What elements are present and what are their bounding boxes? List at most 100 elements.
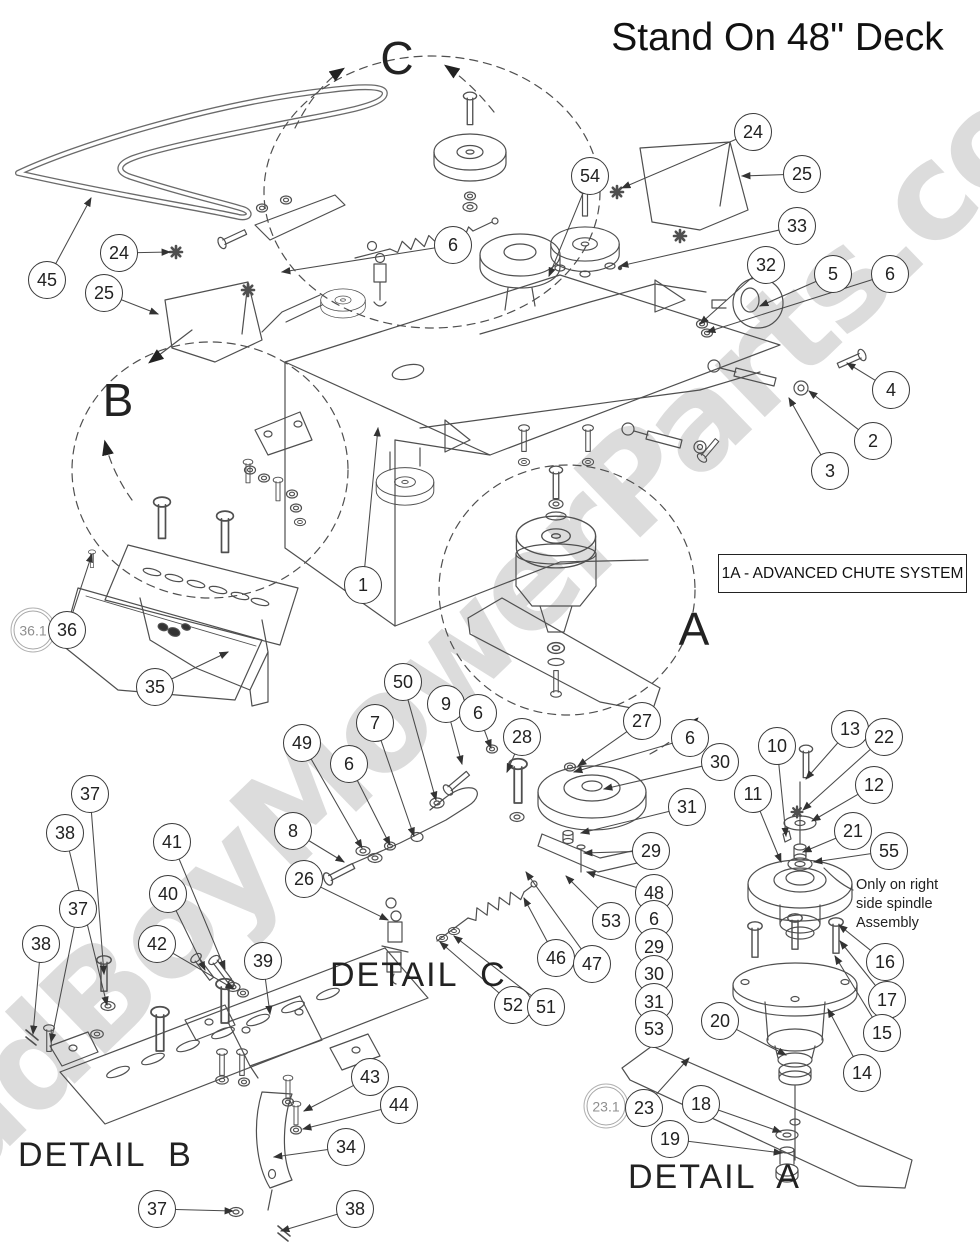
spindle-assembly-a	[515, 424, 597, 698]
callout-23: 23	[625, 1089, 663, 1127]
callout-4: 4	[872, 371, 910, 409]
callout-38: 38	[22, 925, 60, 963]
callout-28: 28	[503, 718, 541, 756]
callout-53: 53	[635, 1010, 673, 1048]
leader-line-47	[525, 871, 582, 950]
leader-line-52	[439, 941, 500, 994]
callout-38: 38	[46, 814, 84, 852]
spring-upper	[354, 217, 499, 259]
leader-line-32	[699, 277, 753, 325]
leader-line-6	[572, 742, 673, 774]
deflector-direction-arrow	[148, 329, 193, 364]
note-connector	[823, 867, 854, 891]
lower-hanger-bracket-35	[139, 597, 269, 707]
callout-30: 30	[701, 743, 739, 781]
callout-25: 25	[85, 274, 123, 312]
leader-line-40	[175, 910, 206, 971]
leader-line-6	[484, 730, 492, 749]
hanger-strap-34	[228, 1091, 293, 1242]
leader-line-38	[279, 1213, 338, 1233]
detail-c-label: DETAIL C	[330, 956, 507, 994]
leader-line-49	[310, 758, 363, 849]
idler-arm-upper	[215, 194, 366, 333]
leader-line-20	[736, 1029, 787, 1056]
leader-line-39	[264, 979, 273, 1016]
leader-line-36	[72, 553, 93, 613]
leader-line-37	[49, 927, 75, 1044]
callout-37: 37	[138, 1190, 176, 1228]
callout-3: 3	[811, 452, 849, 490]
callout-41: 41	[153, 823, 191, 861]
leader-line-5	[759, 281, 817, 307]
leader-line-6	[705, 279, 873, 333]
slotted-plate-upper	[104, 496, 299, 646]
callout-6: 6	[330, 745, 368, 783]
callout-49: 49	[283, 724, 321, 762]
leader-line-44	[301, 1109, 382, 1131]
leader-line-53	[565, 875, 599, 909]
leader-line-21	[802, 837, 837, 853]
callout-36.1: 36.1	[10, 607, 56, 653]
callout-42: 42	[138, 925, 176, 963]
callout-6: 6	[871, 255, 909, 293]
lift-linkage-lower	[621, 422, 722, 465]
callout-31: 31	[668, 788, 706, 826]
leader-line-24	[621, 138, 737, 189]
leader-line-23	[656, 1057, 690, 1095]
star-clip	[240, 282, 256, 298]
leader-line-6	[280, 247, 435, 275]
callout-44: 44	[380, 1086, 418, 1124]
leader-line-25	[121, 299, 159, 315]
leader-line-55	[812, 853, 871, 865]
clutch-assembly	[479, 233, 561, 311]
leader-line-1	[364, 426, 381, 567]
leader-line-15	[834, 955, 873, 1018]
page-title: Stand On 48" Deck	[611, 16, 944, 59]
chute-deflector-right	[639, 141, 749, 231]
leader-line-28	[506, 753, 516, 773]
leader-line-25	[740, 172, 784, 180]
star-clip	[609, 184, 625, 200]
callout-22: 22	[865, 718, 903, 756]
callout-43: 43	[351, 1058, 389, 1096]
callout-32: 32	[747, 246, 785, 284]
leader-line-38	[30, 962, 40, 1036]
leader-line-16	[838, 924, 871, 951]
right-spindle-lower	[732, 913, 858, 1068]
callout-20: 20	[701, 1002, 739, 1040]
right-spindle-note-line1: Only on right	[856, 877, 939, 893]
view-letter-b: B	[102, 374, 134, 426]
leader-line-51	[453, 935, 532, 996]
right-spindle-note: Only on right side spindle Assembly	[856, 876, 980, 933]
leader-line-38	[68, 850, 109, 1007]
leader-line-37	[90, 812, 108, 976]
callout-6: 6	[671, 719, 709, 757]
callout-35: 35	[136, 668, 174, 706]
callout-11: 11	[734, 775, 772, 813]
detail-circle-b	[71, 341, 349, 599]
callout-34: 34	[327, 1128, 365, 1166]
callout-14: 14	[843, 1054, 881, 1092]
right-spindle-note-line2: side spindle Assembly	[856, 895, 933, 931]
callout-37: 37	[71, 775, 109, 813]
callout-39: 39	[244, 942, 282, 980]
callout-47: 47	[573, 945, 611, 983]
right-spindle-upper	[747, 744, 853, 940]
callout-16: 16	[866, 943, 904, 981]
callout-38: 38	[336, 1190, 374, 1228]
spacer-disc-5	[711, 277, 784, 329]
leader-line-30	[602, 765, 703, 791]
flat-idler-stack	[508, 757, 651, 873]
leader-line-34	[272, 1149, 328, 1160]
detail-circle-c	[263, 55, 601, 329]
leader-line-27	[577, 731, 627, 767]
callout-5: 5	[814, 255, 852, 293]
callout-9: 9	[427, 685, 465, 723]
lift-linkage-upper	[695, 319, 869, 396]
leader-line-18	[718, 1109, 782, 1133]
callout-37: 37	[59, 890, 97, 928]
callout-17: 17	[868, 981, 906, 1019]
detail-b-label: DETAIL B	[18, 1136, 193, 1174]
callout-33: 33	[778, 207, 816, 245]
